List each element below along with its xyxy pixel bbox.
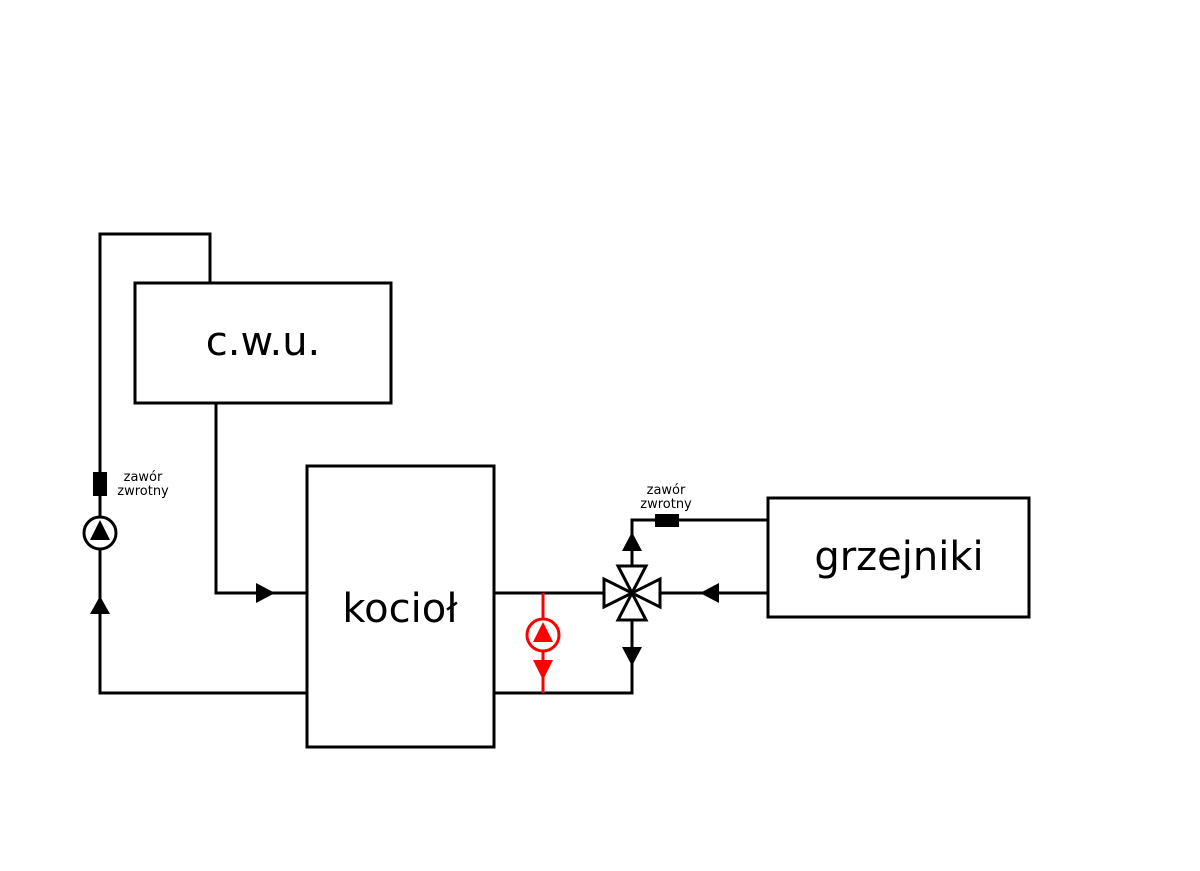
flow-arrows — [90, 532, 719, 666]
cwu-box: c.w.u. — [133, 281, 393, 405]
check-valve-right-label-2: zwrotny — [640, 497, 692, 512]
pump-direction-arrow — [533, 622, 553, 642]
pump-direction-arrow — [90, 520, 110, 540]
flow-arrow-icon — [90, 596, 110, 614]
grzejniki-box: grzejniki — [766, 496, 1031, 619]
kociol-box: kocioł — [305, 464, 496, 749]
check-valve-left-label-1: zawór — [124, 470, 163, 485]
kociol-label: kocioł — [342, 586, 458, 632]
cwu-label: c.w.u. — [206, 319, 321, 365]
check-valve-right: zawór zwrotny — [640, 483, 692, 527]
check-valve-icon — [655, 514, 679, 527]
pump-left — [82, 515, 118, 551]
check-valve-right-label-1: zawór — [647, 483, 686, 498]
check-valve-icon — [93, 472, 107, 496]
flow-arrow-icon — [533, 660, 553, 680]
valve-left-triangle — [602, 576, 636, 610]
grzejniki-label: grzejniki — [814, 534, 983, 580]
pipe-cwu-to-boiler — [214, 403, 307, 595]
flow-arrow-icon — [700, 583, 719, 603]
valve-bottom-triangle — [615, 589, 649, 622]
flow-arrow-icon — [622, 647, 642, 666]
valve-top-triangle — [615, 564, 649, 597]
check-valve-left: zawór zwrotny — [93, 470, 169, 499]
check-valve-left-label-2: zwrotny — [117, 484, 169, 499]
pipe-cwu-top-loop — [98, 232, 212, 472]
pipe-boiler-return-right — [494, 620, 634, 695]
flow-arrow-icon — [622, 532, 642, 551]
flow-arrow-icon — [256, 583, 275, 603]
pipe-left-return — [98, 549, 307, 695]
four-way-valve-icon — [602, 564, 662, 622]
pump-bypass — [525, 617, 561, 680]
valve-right-triangle — [628, 576, 662, 610]
